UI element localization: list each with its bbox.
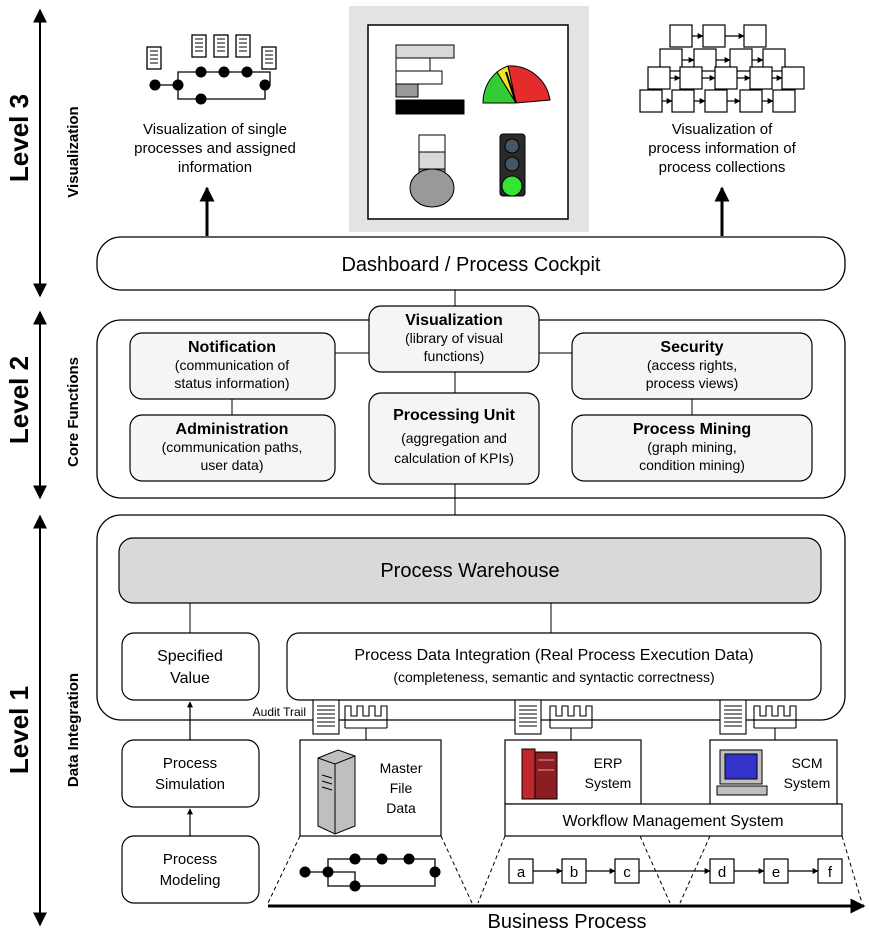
core-notification-line2: status information) bbox=[174, 375, 289, 391]
integration-line1: Process Data Integration (Real Process E… bbox=[354, 647, 753, 664]
step-c-label: c bbox=[623, 864, 631, 881]
level-1-label: Level 1 bbox=[4, 686, 34, 774]
core-notification-title: Notification bbox=[188, 339, 276, 356]
step-c bbox=[614, 858, 640, 884]
zoom-guides bbox=[267, 835, 863, 904]
core-processing-unit-line1: (aggregation and bbox=[401, 430, 507, 446]
core-visualization-line1: (library of visual bbox=[405, 330, 503, 346]
step-f bbox=[817, 858, 843, 884]
process-warehouse-label: Process Warehouse bbox=[380, 560, 559, 582]
vis-collections-line3: process collections bbox=[659, 159, 786, 176]
scm-line2: System bbox=[784, 775, 831, 791]
scm-line1: SCM bbox=[791, 755, 822, 771]
step-d-label: d bbox=[718, 864, 726, 881]
master-file-line1: Master bbox=[380, 760, 423, 776]
master-file-line3: Data bbox=[386, 800, 416, 816]
server-icon bbox=[317, 749, 356, 835]
process-data-integration-box: Process Data Integration (Real Process E… bbox=[286, 632, 822, 701]
scm-system-box: SCM System bbox=[709, 739, 838, 805]
core-processing-unit-line2: calculation of KPIs) bbox=[394, 450, 514, 466]
step-b-label: b bbox=[570, 864, 578, 881]
process-collections-icon bbox=[639, 24, 805, 113]
traffic-light-icon bbox=[499, 133, 526, 197]
core-administration-title: Administration bbox=[176, 421, 289, 438]
vis-single-line1: Visualization of single bbox=[143, 121, 287, 138]
thermometer-icon bbox=[409, 134, 455, 208]
core-visualization-box: Visualization (library of visual functio… bbox=[368, 305, 540, 373]
core-visualization-line2: functions) bbox=[424, 348, 485, 364]
process-simulation-box: Process Simulation bbox=[121, 739, 260, 808]
core-process-mining-title: Process Mining bbox=[633, 421, 751, 438]
level-3-label: Level 3 bbox=[4, 94, 34, 182]
level-1-axis: Level 1 Data Integration bbox=[4, 514, 82, 927]
business-process-label: Business Process bbox=[488, 911, 647, 933]
process-modeling-line1: Process bbox=[163, 851, 217, 868]
erp-line2: System bbox=[585, 775, 632, 791]
core-administration-line1: (communication paths, bbox=[162, 439, 303, 455]
core-process-mining-box: Process Mining (graph mining, condition … bbox=[571, 414, 813, 482]
process-simulation-line2: Simulation bbox=[155, 776, 225, 793]
workflow-management-label: Workflow Management System bbox=[562, 813, 783, 830]
dashboard-widgets-panel bbox=[349, 6, 589, 232]
core-administration-box: Administration (communication paths, use… bbox=[129, 414, 336, 482]
master-file-data-box: Master File Data bbox=[299, 739, 442, 837]
level-1-sublabel: Data Integration bbox=[65, 673, 82, 787]
core-administration-line2: user data) bbox=[200, 457, 263, 473]
process-model-graph bbox=[299, 853, 441, 892]
core-security-line1: (access rights, bbox=[647, 357, 737, 373]
integration-line2: (completeness, semantic and syntactic co… bbox=[393, 669, 714, 685]
computer-icon bbox=[716, 749, 768, 796]
master-file-line2: File bbox=[390, 780, 413, 796]
dashboard-label: Dashboard / Process Cockpit bbox=[341, 254, 600, 276]
process-warehouse-box bbox=[118, 537, 822, 604]
core-notification-box: Notification (communication of status in… bbox=[129, 332, 336, 400]
step-a bbox=[508, 858, 534, 884]
level-2-axis: Level 2 Core Functions bbox=[4, 310, 82, 500]
level-3-sublabel: Visualization bbox=[65, 106, 82, 197]
step-e-label: e bbox=[772, 864, 780, 881]
core-processing-unit-title: Processing Unit bbox=[393, 407, 515, 424]
core-processing-unit-box: Processing Unit (aggregation and calcula… bbox=[368, 392, 540, 485]
specified-value-line1: Specified bbox=[157, 648, 223, 665]
core-process-mining-line1: (graph mining, bbox=[647, 439, 737, 455]
audit-trail-label: Audit Trail bbox=[253, 705, 306, 719]
level-2-sublabel: Core Functions bbox=[65, 357, 82, 467]
process-steps: a b c d e f bbox=[508, 858, 843, 884]
core-security-line2: process views) bbox=[646, 375, 739, 391]
erp-server-icon bbox=[521, 748, 558, 800]
vis-collections-line2: process information of bbox=[648, 140, 796, 157]
process-modeling-box: Process Modeling bbox=[121, 835, 260, 904]
core-security-title: Security bbox=[660, 339, 723, 356]
gauge-icon bbox=[482, 65, 551, 104]
specified-value-line2: Value bbox=[170, 670, 210, 687]
step-f-label: f bbox=[828, 864, 833, 881]
process-simulation-line1: Process bbox=[163, 755, 217, 772]
vis-collections-line1: Visualization of bbox=[672, 121, 773, 138]
single-process-icon bbox=[146, 34, 277, 105]
process-modeling-line2: Modeling bbox=[160, 872, 221, 889]
dashboard-box bbox=[96, 236, 846, 291]
erp-system-box: ERP System bbox=[504, 739, 642, 805]
level-2-label: Level 2 bbox=[4, 356, 34, 444]
specified-value-box: Specified Value bbox=[121, 632, 260, 701]
vis-single-line2: processes and assigned bbox=[134, 140, 296, 157]
core-process-mining-line2: condition mining) bbox=[639, 457, 745, 473]
erp-line1: ERP bbox=[594, 755, 623, 771]
level-3-axis: Level 3 Visualization bbox=[4, 8, 82, 298]
workflow-management-box bbox=[504, 803, 843, 837]
audit-trail-connectors bbox=[312, 699, 797, 740]
core-security-box: Security (access rights, process views) bbox=[571, 332, 813, 400]
vis-single-line3: information bbox=[178, 159, 252, 176]
bar-chart-icon bbox=[395, 44, 465, 115]
core-visualization-title: Visualization bbox=[405, 312, 503, 329]
core-notification-line1: (communication of bbox=[175, 357, 289, 373]
step-a-label: a bbox=[517, 864, 526, 881]
